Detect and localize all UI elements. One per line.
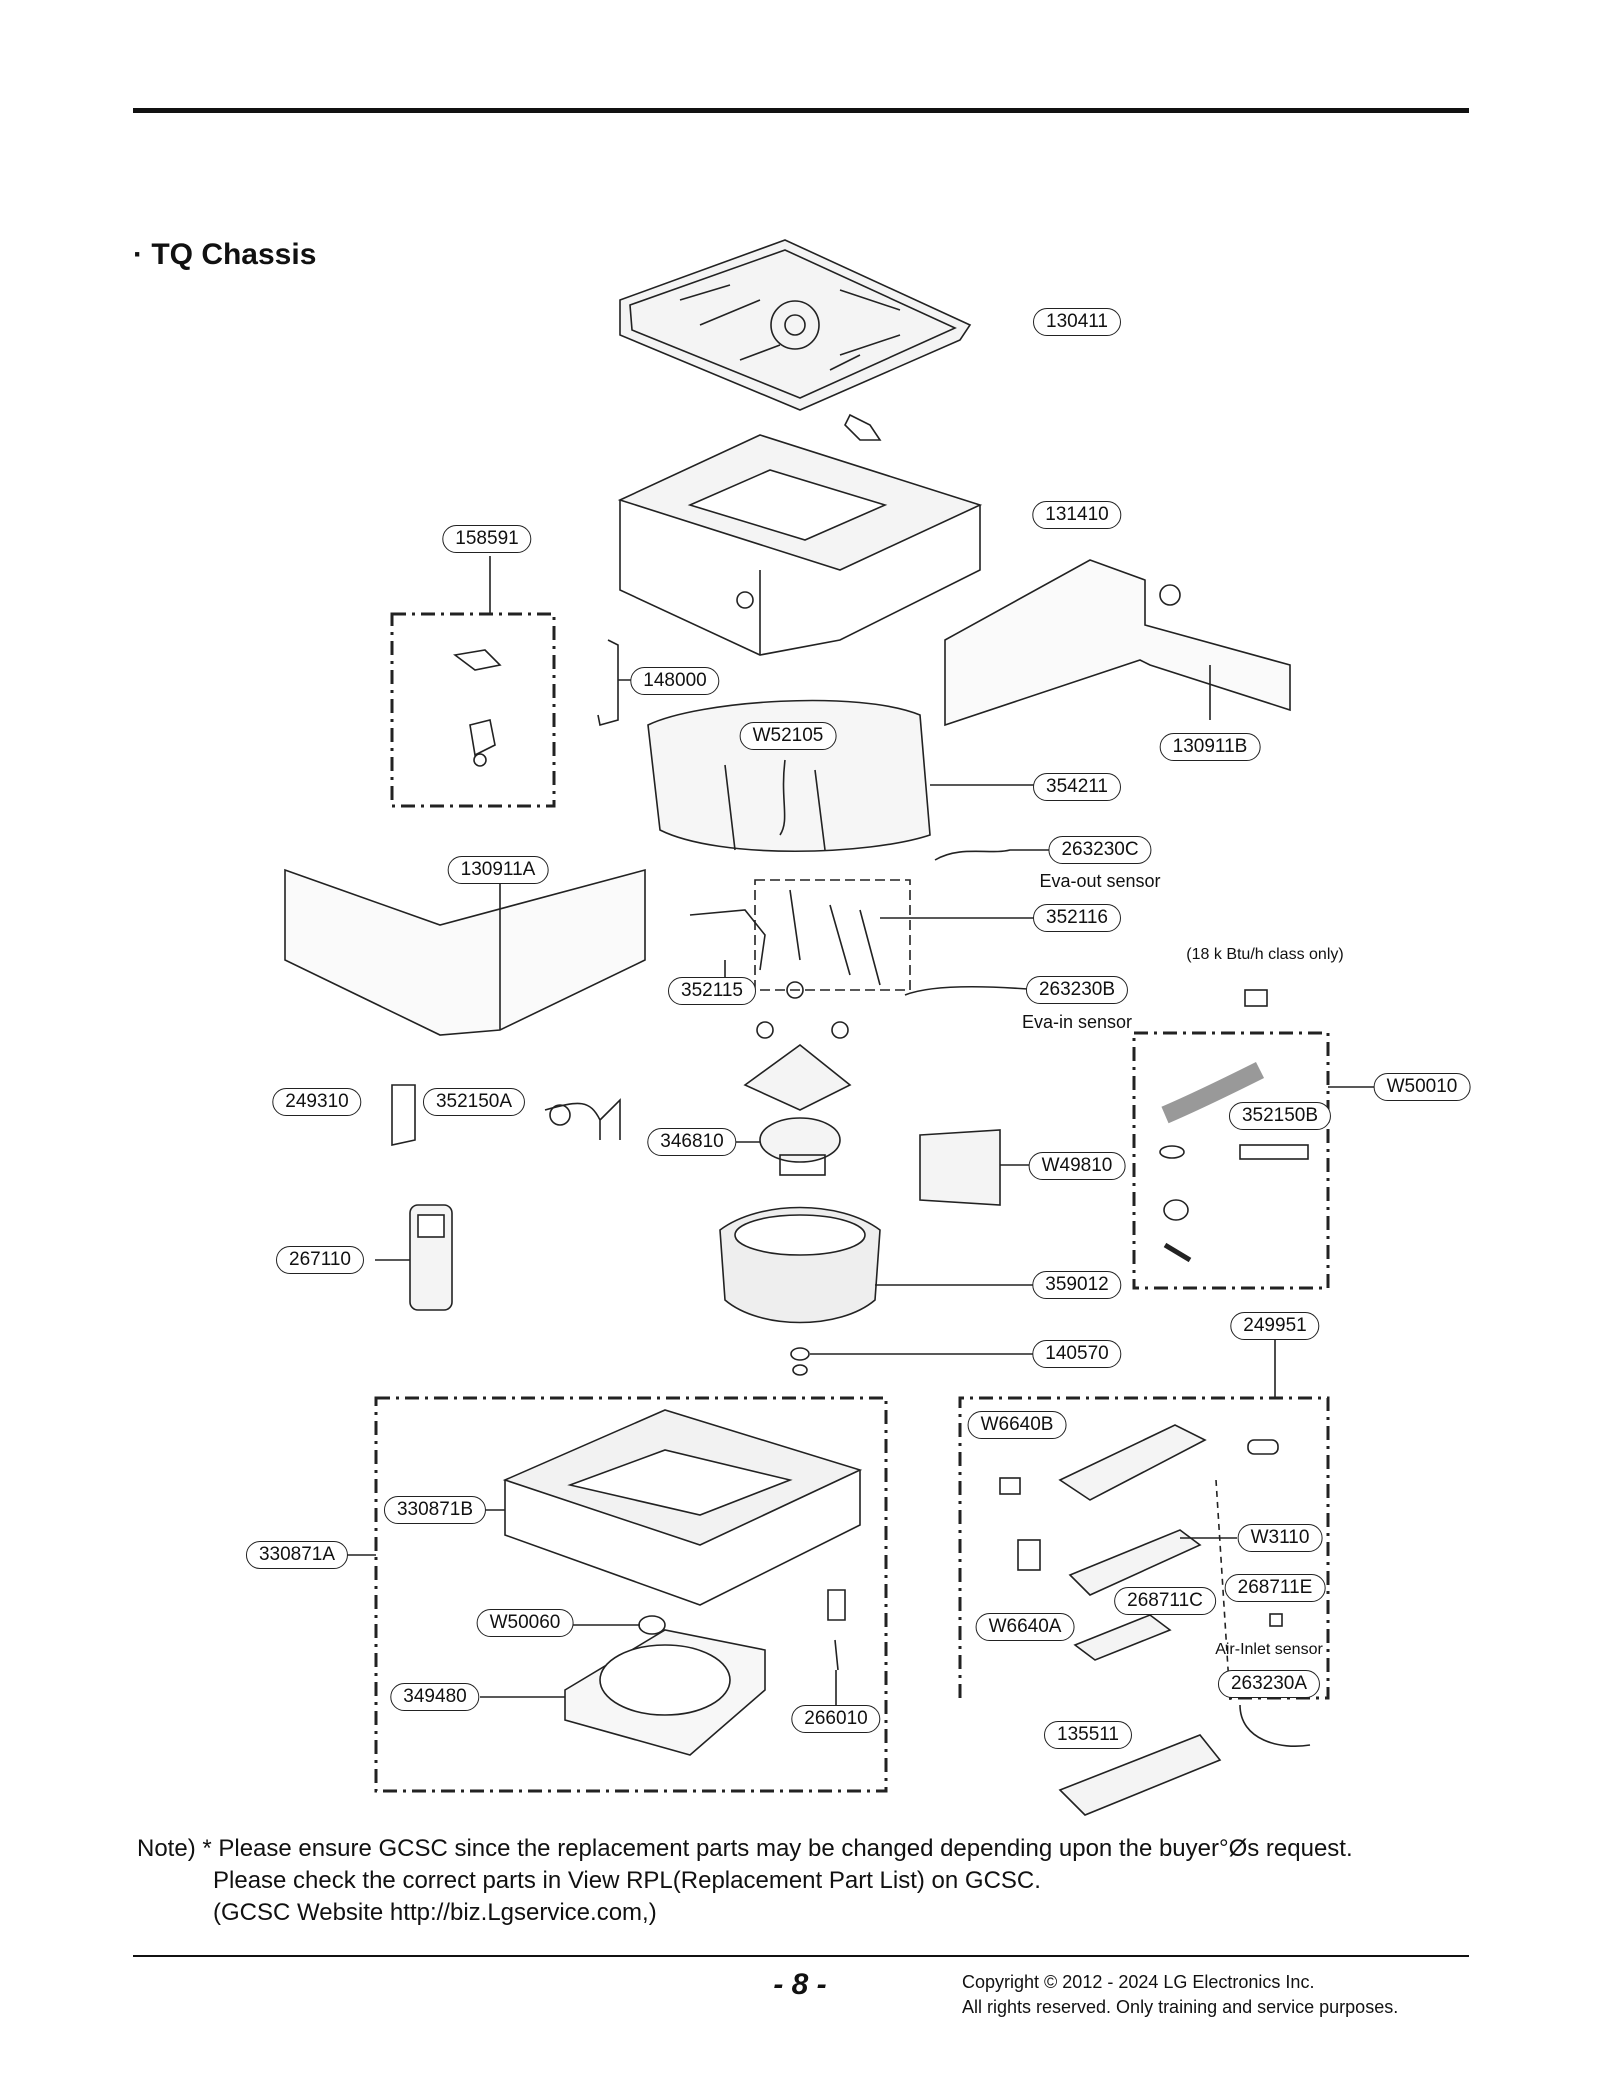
part-346810-motor	[735, 1117, 841, 1176]
copyright-block: Copyright © 2012 - 2024 LG Electronics I…	[962, 1970, 1398, 2020]
part-W50010-group	[1132, 989, 1382, 1290]
callout-266010: 266010	[791, 1705, 881, 1733]
callout-130911B: 130911B	[1159, 733, 1261, 761]
caption-eva-out-sensor: Eva-out sensor	[1039, 871, 1161, 891]
callout-330871B: 330871B	[383, 1496, 487, 1524]
part-148000-bracket	[597, 639, 619, 727]
part-263230C-wire	[934, 849, 1055, 861]
part-135511-cover	[1058, 1734, 1222, 1816]
callout-W3110: W3110	[1237, 1524, 1323, 1552]
page-number: - 8 -	[773, 1968, 827, 2001]
top-rule	[133, 108, 1469, 113]
callout-349480: 349480	[390, 1683, 480, 1711]
callout-W6640A: W6640A	[975, 1613, 1075, 1641]
part-W49810-box	[919, 1129, 1035, 1206]
callout-249310: 249310	[272, 1088, 362, 1116]
callout-354211: 354211	[1033, 773, 1121, 801]
part-267110-remote	[375, 1204, 453, 1311]
callout-W6640B: W6640B	[967, 1411, 1067, 1439]
bottom-rule	[133, 1955, 1469, 1957]
part-354211-heat-exchanger	[647, 699, 1038, 852]
callout-W50060: W50060	[476, 1609, 574, 1637]
part-359012-fan	[719, 1206, 1038, 1324]
part-263230B-wire	[904, 985, 1041, 996]
caption-class-note: (18 k Btu/h class only)	[1186, 946, 1344, 963]
part-140570-washer	[790, 1347, 1038, 1376]
part-249310-bracket	[391, 1084, 416, 1146]
callout-158591: 158591	[442, 525, 532, 553]
callout-140570: 140570	[1032, 1340, 1122, 1368]
note-block: Note) * Please ensure GCSC since the rep…	[137, 1833, 1353, 1929]
callout-267110: 267110	[276, 1246, 364, 1274]
copyright-line-2: All rights reserved. Only training and s…	[962, 1997, 1399, 2017]
callout-148000: 148000	[630, 667, 720, 695]
part-352150A-hose	[544, 1098, 621, 1140]
part-130911B-panel	[944, 559, 1291, 727]
part-nuts	[756, 981, 849, 1039]
section-title: · TQ Chassis	[133, 238, 317, 271]
callout-W49810: W49810	[1028, 1152, 1126, 1180]
callout-352115: 352115	[668, 977, 756, 1005]
part-131410-frame	[617, 434, 983, 656]
callout-130911A: 130911A	[447, 856, 549, 884]
callout-352116: 352116	[1033, 904, 1121, 932]
callout-330871A: 330871A	[245, 1541, 349, 1569]
note-line-2: Please check the correct parts in View R…	[213, 1867, 1041, 1894]
callout-352150A: 352150A	[422, 1088, 526, 1116]
part-249951-group	[958, 1340, 1330, 1747]
part-motor-bracket	[743, 1043, 852, 1111]
part-130411-top-panel	[619, 239, 972, 441]
part-330871A-group	[338, 1396, 888, 1793]
note-line-3: (GCSC Website http://biz.Lgservice.com,)	[213, 1899, 657, 1926]
copyright-line-1: Copyright © 2012 - 2024 LG Electronics I…	[962, 1972, 1315, 1992]
callout-131410: 131410	[1032, 501, 1122, 529]
part-130911A-panel	[284, 868, 646, 1036]
callout-268711E: 268711E	[1224, 1574, 1326, 1602]
callout-130411: 130411	[1033, 308, 1121, 336]
callout-352150B: 352150B	[1228, 1102, 1332, 1130]
part-352116-piping	[689, 879, 1038, 991]
callout-135511: 135511	[1044, 1721, 1132, 1749]
callout-W52105: W52105	[739, 722, 837, 750]
callout-263230A: 263230A	[1217, 1670, 1321, 1698]
caption-eva-in-sensor: Eva-in sensor	[1021, 1012, 1133, 1032]
callout-263230C: 263230C	[1048, 836, 1152, 864]
callout-249951: 249951	[1230, 1312, 1320, 1340]
callout-359012: 359012	[1032, 1271, 1122, 1299]
callout-268711C: 268711C	[1114, 1587, 1216, 1615]
callout-263230B: 263230B	[1025, 976, 1129, 1004]
part-158591-group	[390, 556, 556, 808]
caption-air-inlet-sensor: Air-Inlet sensor	[1215, 1641, 1323, 1658]
callout-W50010: W50010	[1373, 1073, 1471, 1101]
note-line-1: Note) * Please ensure GCSC since the rep…	[137, 1835, 1353, 1862]
callout-346810: 346810	[647, 1128, 737, 1156]
